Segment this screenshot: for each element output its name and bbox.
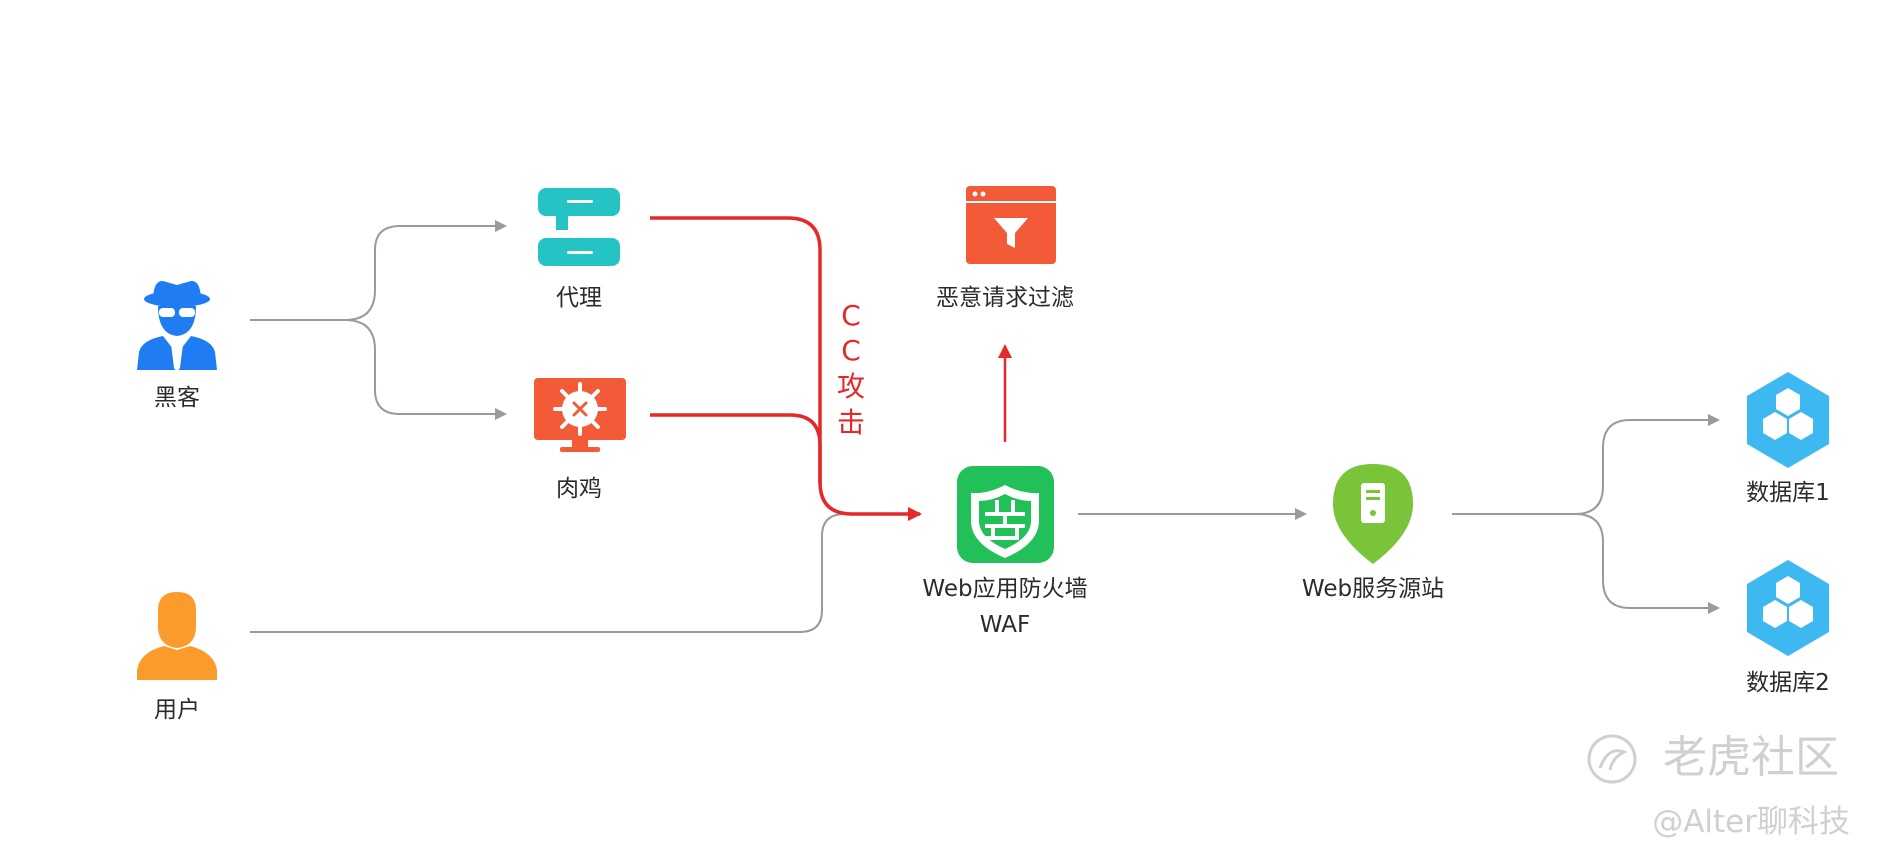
db2-label: 数据库2	[1746, 670, 1830, 696]
db1-label: 数据库1	[1746, 480, 1830, 506]
edge-proxy-waf-attack	[650, 216, 922, 521]
filter-window-icon	[966, 186, 1056, 264]
waf-label-line2: WAF	[980, 612, 1030, 638]
user-label: 用户	[154, 697, 200, 723]
attack-connectors	[650, 216, 922, 521]
node-filter: 恶意请求过滤	[936, 186, 1074, 311]
edge-origin-db2	[1574, 513, 1720, 614]
node-zombie: 肉鸡	[534, 378, 626, 502]
watermark-brand: 老虎社区	[1663, 732, 1839, 783]
cc-char-1: C	[841, 299, 861, 332]
user-person-icon	[137, 592, 217, 680]
cc-char-2: C	[841, 334, 861, 367]
node-hacker: 黑客	[137, 280, 217, 411]
infected-monitor-icon	[534, 378, 626, 452]
cc-attack-label: C C 攻 击	[837, 299, 865, 439]
database-hexagon-icon	[1747, 560, 1829, 656]
cc-char-4: 击	[837, 406, 865, 439]
proxy-label: 代理	[556, 285, 602, 311]
proxy-server-icon	[538, 188, 620, 266]
hacker-label: 黑客	[154, 385, 200, 411]
hacker-spy-icon	[137, 280, 217, 372]
cc-char-3: 攻	[837, 370, 865, 403]
edge-user-waf	[250, 513, 905, 633]
database-hexagon-icon	[1747, 372, 1829, 468]
edge-hacker-proxy	[250, 220, 507, 321]
edge-zombie-waf-attack	[650, 413, 822, 484]
node-user: 用户	[137, 592, 217, 723]
node-waf: Web应用防火墙 WAF	[922, 466, 1088, 638]
node-proxy: 代理	[538, 188, 620, 311]
gray-connectors	[250, 220, 1720, 633]
shield-firewall-icon	[957, 466, 1054, 563]
watermark: 老虎社区 @Alter聊科技	[1587, 732, 1850, 840]
node-db1: 数据库1	[1746, 372, 1830, 506]
edge-origin-db1	[1452, 414, 1720, 515]
watermark-author: @Alter聊科技	[1652, 804, 1850, 840]
zombie-label: 肉鸡	[556, 476, 602, 502]
server-location-pin-icon	[1333, 464, 1413, 564]
edge-hacker-zombie	[344, 319, 507, 420]
tiger-logo-icon	[1587, 734, 1637, 784]
node-origin: Web服务源站	[1302, 464, 1444, 602]
origin-label: Web服务源站	[1302, 576, 1444, 602]
node-db2: 数据库2	[1746, 560, 1830, 696]
filter-label: 恶意请求过滤	[936, 285, 1074, 311]
waf-label-line1: Web应用防火墙	[922, 576, 1087, 602]
